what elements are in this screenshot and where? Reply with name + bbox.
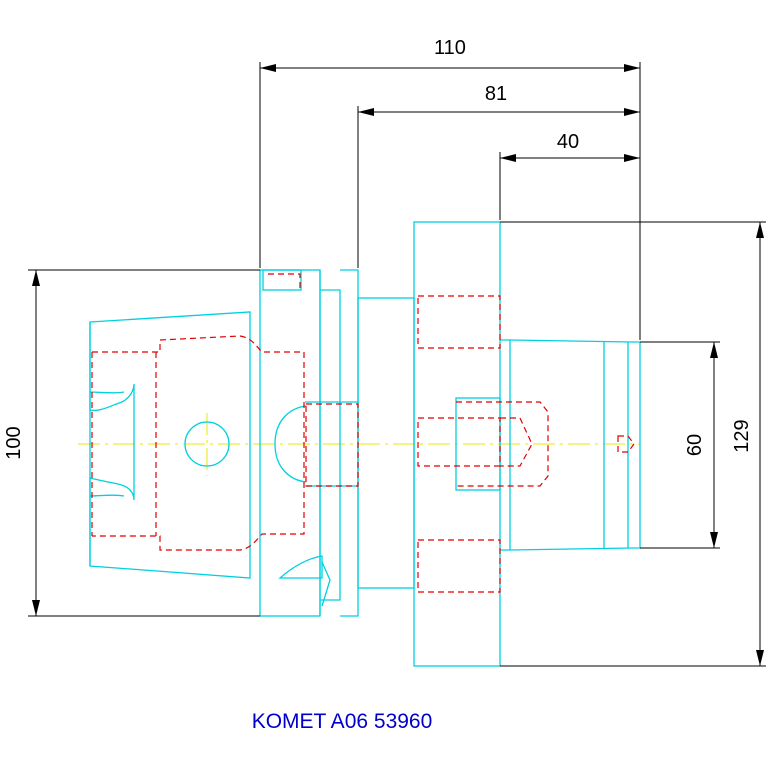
boring-head-body — [413, 221, 501, 667]
dim-81-label: 81 — [485, 83, 507, 105]
flange — [259, 269, 359, 617]
dimension-taper-diameter: 100 — [3, 269, 260, 617]
part-number-caption: KOMET A06 53960 — [252, 710, 433, 733]
dim-129-label: 129 — [731, 419, 753, 452]
hidden-lines — [91, 273, 635, 593]
dim-40-label: 40 — [557, 131, 579, 153]
coolant-bore — [184, 421, 230, 467]
dim-110-label: 110 — [434, 37, 466, 59]
dim-100-label: 100 — [3, 426, 25, 459]
spacer — [357, 297, 415, 589]
dimension-head-length: 40 — [499, 131, 640, 220]
dimension-head-diameter: 129 — [500, 221, 766, 667]
front-cylinder — [500, 339, 641, 551]
dimension-overall-length: 110 — [259, 37, 641, 340]
dimension-bore-diameter: 60 — [640, 341, 720, 549]
taper-shank — [89, 311, 251, 579]
dim-60-label: 60 — [684, 434, 706, 456]
dimension-length-to-flange: 81 — [357, 83, 640, 268]
